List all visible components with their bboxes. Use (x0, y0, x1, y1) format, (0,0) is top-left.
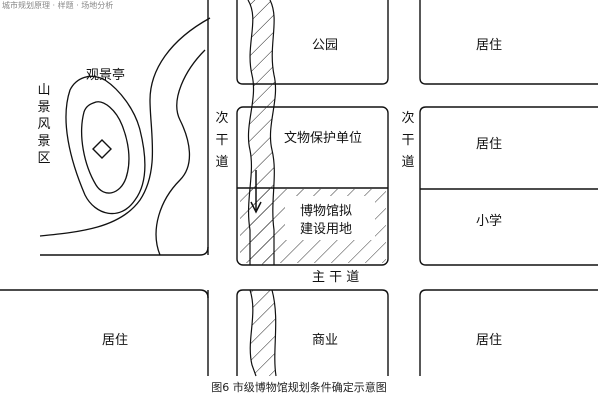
scenic-contours (39, 17, 211, 256)
residential-top-right-block (419, 0, 598, 85)
main-road-label: 主 干 道 (312, 270, 360, 285)
residential-top-right-label: 居住 (476, 38, 503, 53)
river (247, 0, 277, 377)
figure-caption: 图6 市级博物馆规划条件确定示意图 (211, 381, 387, 394)
residential-mid-right-label: 居住 (476, 137, 503, 152)
scenic-area-label: 山景风景区 (37, 83, 51, 166)
right-mid-block (419, 106, 598, 266)
page-header: 城市规划原理 · 样题 · 场地分析 (2, 1, 114, 10)
road-edge (40, 246, 209, 256)
residential-bottom-left-label: 居住 (102, 333, 129, 348)
park-block (236, 0, 389, 85)
commercial-block (236, 289, 389, 376)
cultural-museum-block (236, 106, 389, 266)
residential-bottom-right-block (419, 289, 598, 376)
cultural-unit-label: 文物保护单位 (284, 131, 363, 146)
museum-label-line1: 博物馆拟 (300, 204, 353, 219)
school-label: 小学 (476, 214, 503, 229)
pavilion-label: 观景亭 (86, 68, 126, 83)
commercial-label: 商业 (312, 333, 339, 348)
road-edges (0, 0, 209, 376)
pavilion-symbol (92, 139, 112, 159)
museum-label-bg (285, 196, 375, 240)
museum-label-line2: 建设用地 (300, 222, 353, 237)
river-flow-arrow (250, 170, 262, 214)
secondary-road-right-label: 次干道 (401, 111, 415, 170)
residential-bottom-right-label: 居住 (476, 333, 503, 348)
secondary-road-left-label: 次干道 (215, 111, 229, 170)
road-edge (0, 289, 209, 299)
park-label: 公园 (312, 38, 339, 53)
